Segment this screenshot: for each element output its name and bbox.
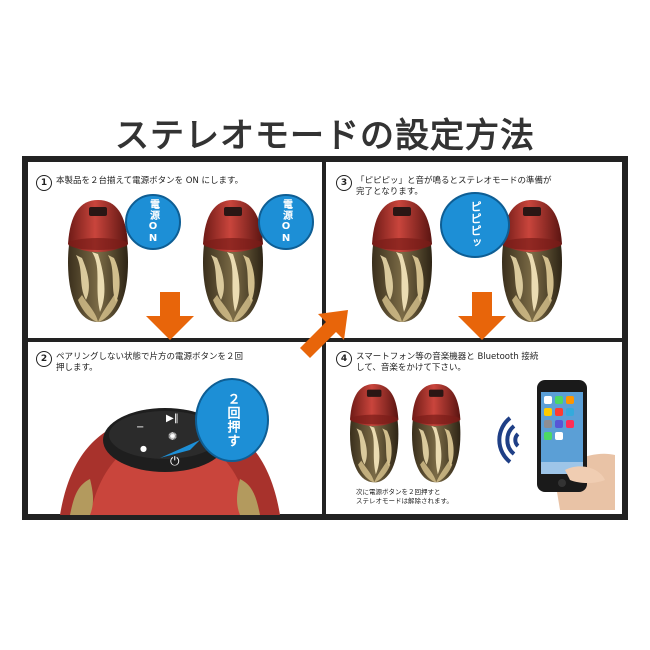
- step-text: スマートフォン等の音楽機器と Bluetooth 接続 して、音楽をかけて下さい…: [356, 352, 539, 373]
- arrow-up-right-icon: [300, 310, 348, 358]
- minus-icon: −: [136, 422, 145, 433]
- arrow-down-icon: [458, 292, 506, 340]
- speaker-right: [203, 200, 263, 322]
- step-text: 「ピピピッ」と音が鳴るとステレオモードの準備が 完了となります。: [356, 176, 552, 197]
- power-icon: ⏻: [170, 454, 180, 468]
- bubble-tail: [160, 440, 200, 458]
- speaker-right: [412, 384, 461, 483]
- speaker-left: [350, 384, 399, 483]
- press-twice-bubble: ２回押す: [195, 378, 269, 462]
- step-3: 3 「ピピピッ」と音が鳴るとステレオモードの準備が 完了となります。: [336, 175, 618, 198]
- step-number: 1: [36, 175, 52, 191]
- play-pause-icon: ▶‖: [166, 413, 179, 424]
- speaker-right: [502, 200, 562, 322]
- power-on-bubble-right: 電源ON: [258, 194, 314, 250]
- speaker-left: [68, 200, 128, 322]
- step-number: 4: [336, 351, 352, 367]
- step-number: 2: [36, 351, 52, 367]
- cancel-note: 次に電源ボタンを２回押すと ステレオモードは解除されます。: [356, 488, 453, 505]
- smartphone: [537, 380, 615, 510]
- beep-bubble: ピピピッ: [440, 192, 510, 258]
- bluetooth-waves-icon: [497, 416, 520, 464]
- arrow-down-icon: [146, 292, 194, 340]
- plus-icon: ●: [140, 444, 147, 453]
- step-text: 本製品を２台揃えて電源ボタンを ON にします。: [56, 176, 244, 186]
- light-icon: ✺: [168, 430, 178, 443]
- step-1: 1 本製品を２台揃えて電源ボタンを ON にします。: [36, 175, 316, 191]
- step-number: 3: [336, 175, 352, 191]
- step-text: ペアリングしない状態で片方の電源ボタンを２回 押します。: [56, 352, 244, 373]
- power-on-bubble-left: 電源ON: [125, 194, 181, 250]
- page-title: ステレオモードの設定方法: [115, 116, 535, 156]
- step-4: 4 スマートフォン等の音楽機器と Bluetooth 接続 して、音楽をかけて下…: [336, 351, 618, 374]
- speaker-left: [372, 200, 432, 322]
- step-2: 2 ペアリングしない状態で片方の電源ボタンを２回 押します。: [36, 351, 316, 374]
